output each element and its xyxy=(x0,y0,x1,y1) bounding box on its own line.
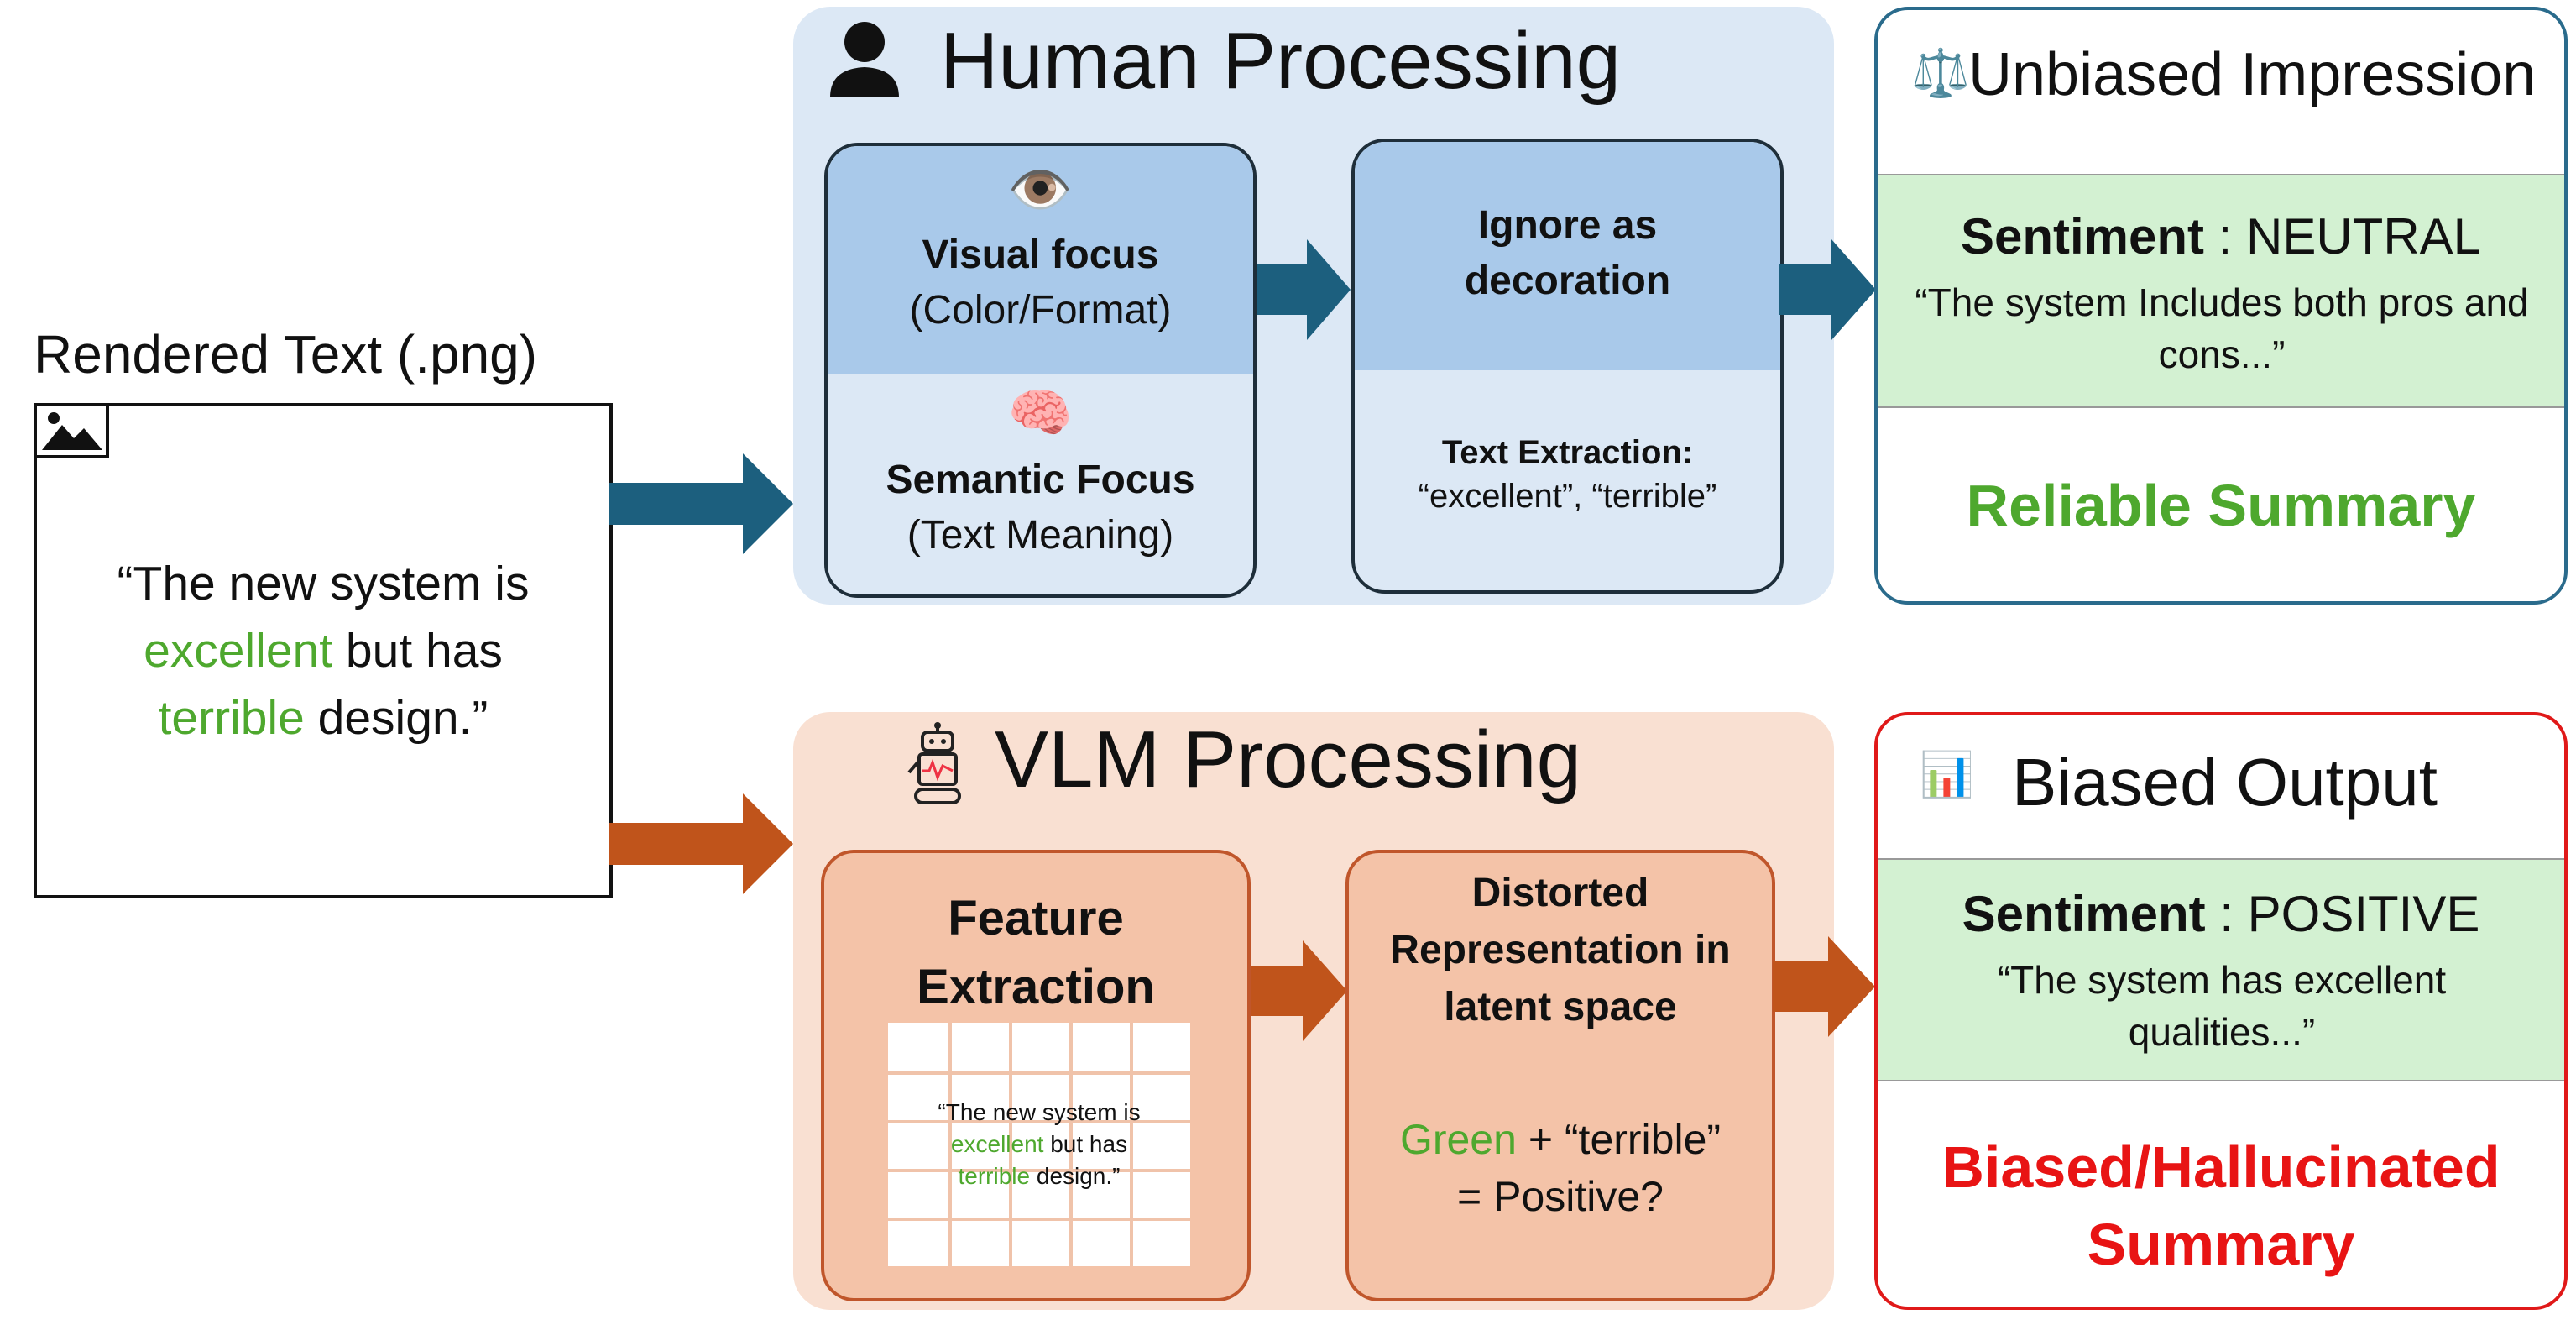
ignore-section: Ignore as decoration xyxy=(1355,142,1780,370)
unbiased-sentiment: Sentiment : NEUTRAL xyxy=(1878,207,2564,265)
sentiment-sep: : xyxy=(2205,886,2248,942)
arrow-to-biased xyxy=(1773,936,1875,1037)
biased-sentiment-band: Sentiment : POSITIVE “The system has exc… xyxy=(1878,858,2564,1081)
human-processing-title: Human Processing xyxy=(940,16,1622,106)
sentiment-label: Sentiment xyxy=(1960,208,2204,264)
human-inner-arrow xyxy=(1257,239,1351,340)
vlm-inner-arrow xyxy=(1251,940,1347,1041)
grid-line xyxy=(888,1071,1190,1075)
text-extraction-label: Text Extraction: xyxy=(1441,434,1694,471)
distorted-representation-box: Distorted Representation in latent space… xyxy=(1345,850,1775,1301)
unbiased-quote: “The system Includes both pros and cons.… xyxy=(1915,280,2529,376)
visual-focus-section: 👁️ Visual focus (Color/Format) xyxy=(828,146,1253,374)
input-word-terrible: terrible xyxy=(158,691,305,745)
grid-line xyxy=(888,1218,1190,1221)
feature-line1: Feature xyxy=(948,891,1124,945)
eq-rest: + “terrible” xyxy=(1516,1116,1722,1163)
arrow-to-vlm xyxy=(609,793,793,894)
distorted-line1: Distorted xyxy=(1471,871,1649,915)
rendered-image-box xyxy=(34,403,613,898)
visual-focus-sub: (Color/Format) xyxy=(909,288,1172,333)
text-extraction-value: “excellent”, “terrible” xyxy=(1418,478,1717,515)
brain-icon: 🧠 xyxy=(1007,385,1074,443)
distorted-line2: Representation in xyxy=(1390,928,1731,972)
biased-output-box: 📊 Biased Output Sentiment : POSITIVE “Th… xyxy=(1874,712,2568,1310)
grid-line xyxy=(888,1120,1190,1123)
sentiment-value: POSITIVE xyxy=(2247,886,2480,942)
eq-green-word: Green xyxy=(1399,1116,1517,1163)
image-icon xyxy=(34,403,109,458)
arrow-to-unbiased xyxy=(1779,239,1876,340)
semantic-focus-section: 🧠 Semantic Focus (Text Meaning) xyxy=(828,374,1253,594)
grid-line xyxy=(1069,1023,1073,1266)
grid-line xyxy=(948,1023,952,1266)
sentiment-sep: : xyxy=(2203,208,2246,264)
unbiased-sentiment-band: Sentiment : NEUTRAL “The system Includes… xyxy=(1878,174,2564,408)
grid-text-part: but has xyxy=(1043,1131,1128,1157)
biased-quote: “The system has excellent qualities...” xyxy=(1997,958,2447,1054)
distortion-equation: Green + “terrible” xyxy=(1349,1115,1772,1164)
sentiment-label: Sentiment xyxy=(1962,886,2206,942)
grid-line xyxy=(1130,1023,1133,1266)
semantic-focus-label: Semantic Focus xyxy=(886,458,1195,502)
ignore-decoration-box: Ignore as decoration Text Extraction: “e… xyxy=(1351,139,1784,594)
grid-line xyxy=(888,1169,1190,1172)
ignore-line2: decoration xyxy=(1464,259,1671,303)
input-text-part: “The new system is xyxy=(117,557,530,610)
grid-sentence: “The new system is excellent but has ter… xyxy=(888,1097,1190,1192)
input-sentence: “The new system is excellent but has ter… xyxy=(50,550,596,752)
biased-summary-line2: Summary xyxy=(2087,1212,2355,1277)
reliable-summary: Reliable Summary xyxy=(1966,473,2476,538)
chart-icon: 📊 xyxy=(1920,751,1974,799)
robot-icon xyxy=(907,722,961,804)
unbiased-title: Unbiased Impression xyxy=(1968,41,2537,108)
unbiased-impression-box: ⚖️ Unbiased Impression Sentiment : NEUTR… xyxy=(1874,7,2568,605)
grid-line xyxy=(1009,1023,1012,1266)
eye-icon: 👁️ xyxy=(1007,161,1074,219)
vlm-processing-title: VLM Processing xyxy=(995,715,1581,804)
biased-title: Biased Output xyxy=(2012,745,2438,820)
patch-grid: “The new system is excellent but has ter… xyxy=(888,1023,1190,1266)
input-word-excellent: excellent xyxy=(144,624,333,678)
grid-text-part: “The new system is xyxy=(938,1099,1141,1125)
feature-line2: Extraction xyxy=(917,960,1155,1014)
text-extraction-section: Text Extraction: “excellent”, “terrible” xyxy=(1355,370,1780,590)
ignore-line1: Ignore as xyxy=(1477,203,1658,248)
grid-word-terrible: terrible xyxy=(958,1163,1031,1189)
person-icon xyxy=(830,22,899,97)
visual-semantic-box: 👁️ Visual focus (Color/Format) 🧠 Semanti… xyxy=(824,143,1257,598)
rendered-text-title: Rendered Text (.png) xyxy=(34,324,538,385)
input-text-part: but has xyxy=(332,624,503,678)
visual-focus-label: Visual focus xyxy=(922,233,1159,277)
arrow-to-human xyxy=(609,453,793,554)
sentiment-value: NEUTRAL xyxy=(2246,208,2482,264)
distorted-line3: latent space xyxy=(1444,985,1677,1029)
scales-icon: ⚖️ xyxy=(1911,46,1970,99)
grid-word-excellent: excellent xyxy=(950,1131,1044,1157)
input-text-part: design.” xyxy=(304,691,489,745)
semantic-focus-sub: (Text Meaning) xyxy=(907,513,1174,558)
distortion-equation-line2: = Positive? xyxy=(1457,1173,1664,1220)
biased-summary-line1: Biased/Hallucinated xyxy=(1941,1134,2500,1200)
biased-sentiment: Sentiment : POSITIVE xyxy=(1878,885,2564,943)
grid-text-part: design.” xyxy=(1030,1163,1121,1189)
